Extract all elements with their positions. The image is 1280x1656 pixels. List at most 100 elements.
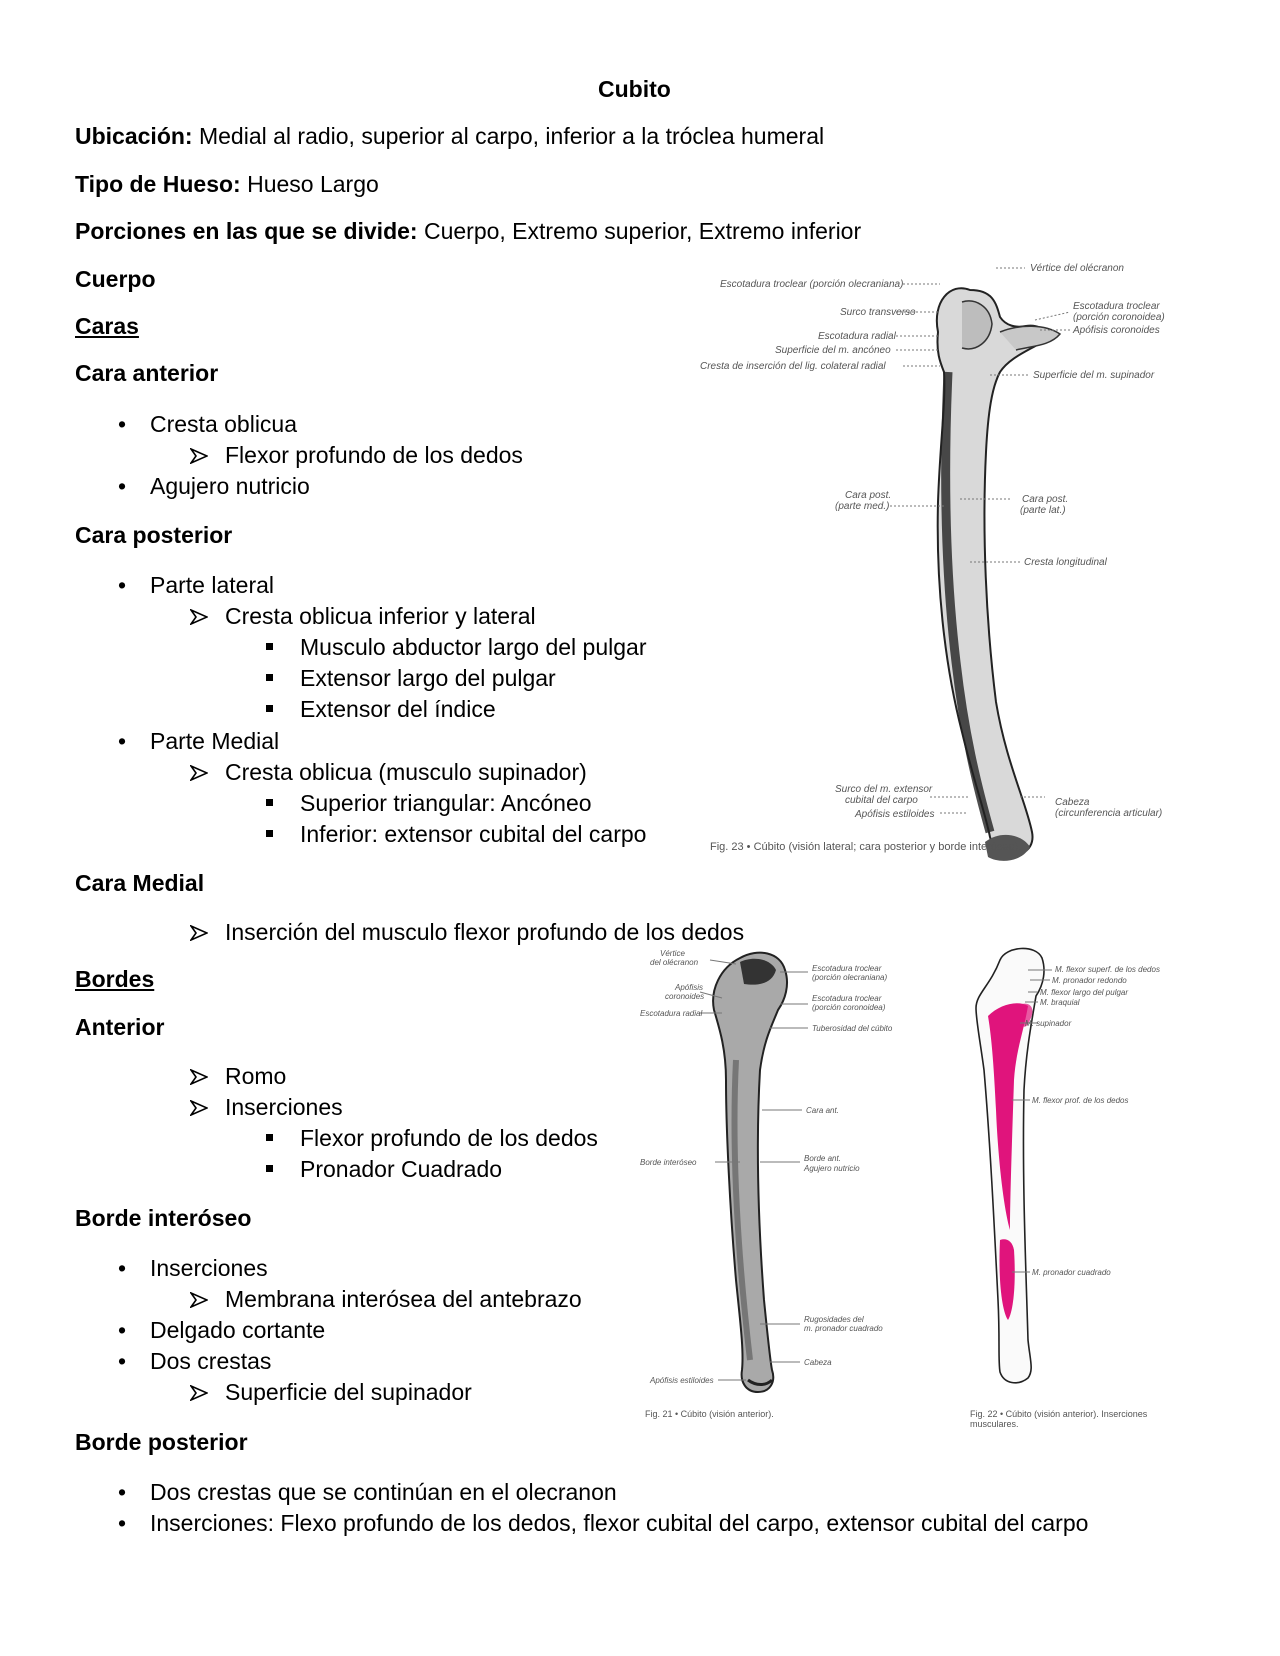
- tipo-value: Hueso Largo: [240, 171, 379, 197]
- list-item: Dos crestas que se continúan en el olecr…: [150, 1479, 617, 1505]
- label-porcion-olecraniana-21: (porción olecraniana): [812, 973, 887, 982]
- list-item: Inserción del musculo flexor profundo de…: [225, 919, 745, 945]
- list-item: Extensor largo del pulgar: [300, 665, 556, 691]
- label-rugosidades: Rugosidades del: [804, 1315, 864, 1324]
- arrow-bullet-icon: [190, 1069, 208, 1085]
- label-cresta-longitudinal: Cresta longitudinal: [1024, 557, 1108, 568]
- arrow-bullet-icon: [190, 1292, 208, 1308]
- list-item: Flexor profundo de los dedos: [225, 442, 523, 468]
- figure-23-ulna-lateral: Vértice del olécranon Escotadura troclea…: [700, 263, 1165, 861]
- bullet-dot: •: [118, 1479, 127, 1505]
- arrow-bullet-icon: [190, 1100, 208, 1116]
- arrow-bullet-icon: [190, 448, 208, 464]
- porciones-line: Porciones en las que se divide: Cuerpo, …: [75, 217, 861, 245]
- label-flexor-prof: M. flexor prof. de los dedos: [1032, 1096, 1129, 1105]
- label-cubital-carpo: cubital del carpo: [845, 795, 918, 806]
- heading-bordes: Bordes: [75, 966, 155, 992]
- label-cara-post-med: Cara post.: [845, 490, 891, 501]
- tipo-label: Tipo de Hueso:: [75, 171, 241, 197]
- label-circunferencia-articular: (circunferencia articular): [1055, 808, 1162, 819]
- label-cara-ant: Cara ant.: [806, 1106, 839, 1115]
- label-superficie-anconeo: Superficie del m. ancóneo: [775, 345, 891, 356]
- label-surco-transverso: Surco transverso: [840, 307, 916, 318]
- page-title: Cubito: [598, 76, 671, 102]
- list-item: Inserciones: [150, 1255, 268, 1281]
- label-coronoides-21: coronoides: [665, 992, 704, 1001]
- label-apofisis-estiloides: Apófisis estiloides: [854, 809, 934, 820]
- bullet-dot: •: [118, 1255, 127, 1281]
- list-item: Inserciones: [225, 1094, 343, 1120]
- square-bullet-icon: [266, 1165, 273, 1172]
- muscle-areas: [988, 1003, 1033, 1320]
- label-apofisis-21: Apófisis: [674, 983, 703, 992]
- heading-caras: Caras: [75, 313, 139, 339]
- heading-cara-posterior: Cara posterior: [75, 522, 233, 548]
- label-parte-lat: (parte lat.): [1020, 505, 1066, 516]
- heading-borde-interoseo: Borde interóseo: [75, 1205, 252, 1231]
- label-pronador-redondo: M. pronador redondo: [1052, 976, 1127, 985]
- list-item: Flexor profundo de los dedos: [300, 1125, 598, 1151]
- label-braquial: M. braquial: [1040, 998, 1080, 1007]
- ubicacion-line: Ubicación: Medial al radio, superior al …: [75, 122, 824, 150]
- figure-22-muscle-insertions: M. flexor superf. de los dedos M. pronad…: [970, 947, 1160, 1429]
- arrow-bullet-icon: [190, 765, 208, 781]
- label-apofisis-estiloides-21: Apófisis estiloides: [649, 1376, 714, 1385]
- label-escotadura-radial: Escotadura radial: [818, 331, 897, 342]
- label-supinador: M. supinador: [1025, 1019, 1072, 1028]
- square-bullet-icon: [266, 705, 273, 712]
- label-apofisis-coronoides: Apófisis coronoides: [1072, 325, 1160, 336]
- list-item: Cresta oblicua (musculo supinador): [225, 759, 587, 785]
- label-pronador-cuadrado-21: m. pronador cuadrado: [804, 1324, 883, 1333]
- ubicacion-label: Ubicación:: [75, 123, 193, 149]
- label-porcion-coronoidea: (porción coronoidea): [1073, 312, 1165, 323]
- list-item: Agujero nutricio: [150, 473, 310, 499]
- label-cara-post-lat: Cara post.: [1022, 494, 1068, 505]
- list-item: Inserciones: Flexo profundo de los dedos…: [150, 1510, 1089, 1536]
- heading-cara-anterior: Cara anterior: [75, 360, 219, 386]
- list-item: Cresta oblicua inferior y lateral: [225, 603, 536, 629]
- square-bullet-icon: [266, 1134, 273, 1141]
- figure-22-caption-line2: musculares.: [970, 1419, 1019, 1429]
- label-escotadura-troclear: Escotadura troclear: [1073, 301, 1160, 312]
- label-cresta-lig-colateral: Cresta de inserción del lig. colateral r…: [700, 361, 886, 372]
- bullet-dot: •: [118, 728, 127, 754]
- bullet-dot: •: [118, 1317, 127, 1343]
- list-item: Superficie del supinador: [225, 1379, 472, 1405]
- label-del-olecranon: del olécranon: [650, 958, 699, 967]
- list-item: Parte lateral: [150, 572, 275, 598]
- square-bullet-icon: [266, 799, 273, 806]
- bullet-dot: •: [118, 1510, 127, 1536]
- porciones-value: Cuerpo, Extremo superior, Extremo inferi…: [417, 218, 862, 244]
- label-porcion-coronoidea-21: (porción coronoidea): [812, 1003, 886, 1012]
- label-escotadura-troclear-21: Escotadura troclear: [812, 964, 882, 973]
- label-tuberosidad: Tuberosidad del cúbito: [812, 1024, 893, 1033]
- bullet-dot: •: [118, 572, 127, 598]
- label-flexor-superf: M. flexor superf. de los dedos: [1055, 965, 1160, 974]
- square-bullet-icon: [266, 674, 273, 681]
- label-surco-extensor: Surco del m. extensor: [835, 784, 933, 795]
- ulna-lateral-illustration: [935, 287, 1062, 861]
- label-borde-ant: Borde ant.: [804, 1154, 841, 1163]
- list-item: Inferior: extensor cubital del carpo: [300, 821, 647, 847]
- list-item: Pronador Cuadrado: [300, 1156, 503, 1182]
- label-escotadura-radial-21: Escotadura radial: [640, 1009, 702, 1018]
- square-bullet-icon: [266, 830, 273, 837]
- figure-23-caption: Fig. 23 • Cúbito (visión lateral; cara p…: [710, 841, 1021, 853]
- heading-cara-medial: Cara Medial: [75, 870, 205, 896]
- list-item: Superior triangular: Ancóneo: [300, 790, 592, 816]
- heading-cuerpo: Cuerpo: [75, 266, 156, 292]
- figure-21-caption: Fig. 21 • Cúbito (visión anterior).: [645, 1409, 774, 1419]
- label-parte-med: (parte med.): [835, 501, 889, 512]
- arrow-bullet-icon: [190, 1385, 208, 1401]
- figure-21-ulna-anterior: Vértice del olécranon Escotadura troclea…: [640, 949, 893, 1419]
- arrow-bullet-icon: [190, 609, 208, 625]
- label-flexor-largo-pulgar: M. flexor largo del pulgar: [1040, 988, 1128, 997]
- label-borde-interoseo-21: Borde interóseo: [640, 1158, 697, 1167]
- label-vertice-olecranon: Vértice del olécranon: [1030, 263, 1124, 274]
- list-item: Dos crestas: [150, 1348, 272, 1374]
- label-cabeza-21: Cabeza: [804, 1358, 832, 1367]
- list-item: Delgado cortante: [150, 1317, 326, 1343]
- label-agujero-nutricio-21: Agujero nutricio: [803, 1164, 860, 1173]
- label-pronador-cuadrado-22: M. pronador cuadrado: [1032, 1268, 1111, 1277]
- heading-anterior: Anterior: [75, 1014, 165, 1040]
